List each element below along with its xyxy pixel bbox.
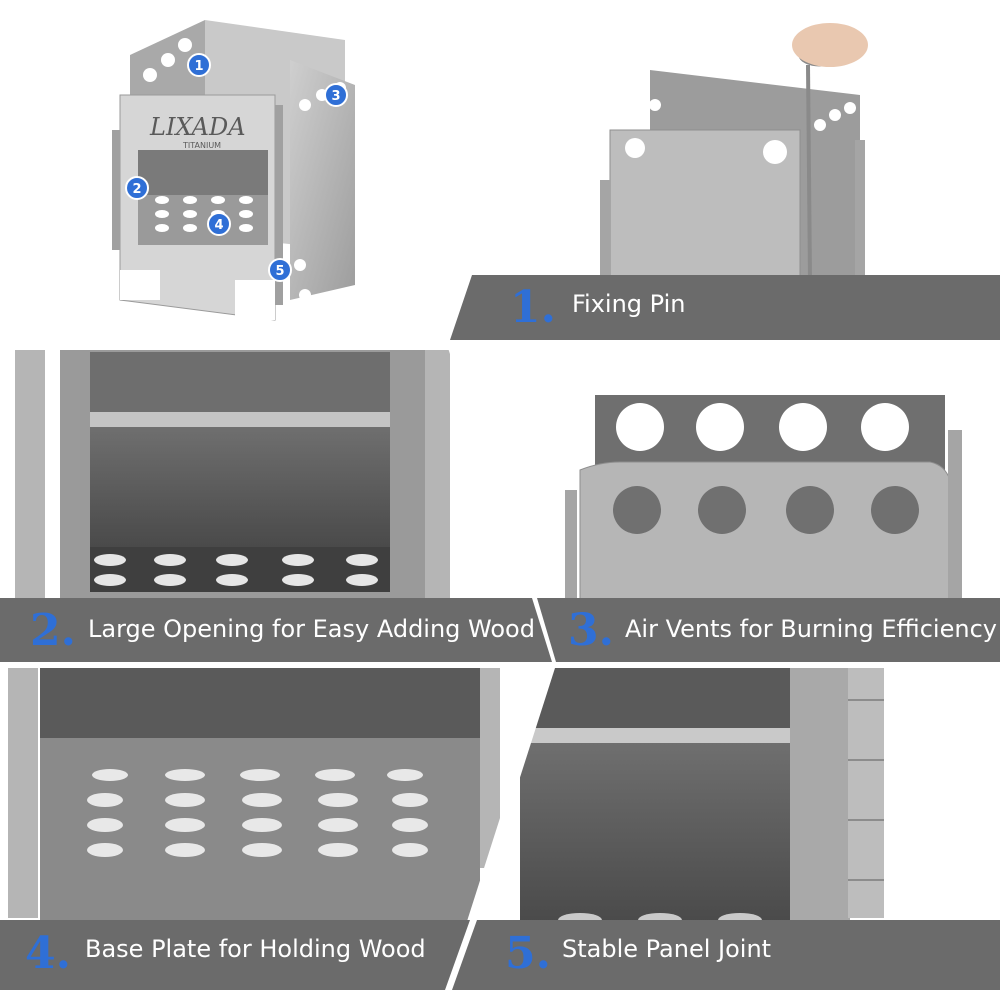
badge-2: 2	[125, 176, 149, 200]
svg-text:2: 2	[132, 182, 141, 197]
badge-3: 3	[324, 83, 348, 107]
caption-stable-joint: 5. Stable Panel Joint	[452, 920, 1000, 990]
hero-badges: 1 3 2 4 5	[125, 53, 348, 282]
brand-logo: LIXADA	[149, 113, 246, 141]
caption-base-plate: 4. Base Plate for Holding Wood	[0, 920, 470, 990]
panel-large-opening	[0, 348, 552, 662]
caption-number: 5.	[505, 928, 551, 979]
caption-label: Base Plate for Holding Wood	[85, 935, 426, 963]
caption-number: 1.	[510, 282, 556, 333]
caption-label: Large Opening for Easy Adding Wood	[88, 615, 535, 643]
caption-fixing-pin: 1. Fixing Pin	[450, 275, 1000, 340]
caption-label: Air Vents for Burning Efficiency	[625, 615, 997, 643]
caption-number: 4.	[25, 928, 71, 979]
hero-stove: LIXADA TITANIUM	[112, 20, 355, 321]
badge-4: 4	[207, 212, 231, 236]
caption-large-opening: 2. Large Opening for Easy Adding Wood	[0, 598, 552, 662]
caption-number: 3.	[568, 605, 614, 656]
brand-sub: TITANIUM	[182, 141, 221, 150]
caption-number: 2.	[30, 605, 76, 656]
badge-1: 1	[187, 53, 211, 77]
svg-text:5: 5	[275, 264, 284, 279]
caption-label: Stable Panel Joint	[562, 935, 771, 963]
svg-text:1: 1	[194, 59, 203, 74]
svg-text:4: 4	[214, 218, 223, 233]
caption-label: Fixing Pin	[572, 290, 686, 318]
caption-air-vents: 3. Air Vents for Burning Efficiency	[537, 598, 1000, 662]
svg-text:3: 3	[331, 89, 340, 104]
badge-5: 5	[268, 258, 292, 282]
